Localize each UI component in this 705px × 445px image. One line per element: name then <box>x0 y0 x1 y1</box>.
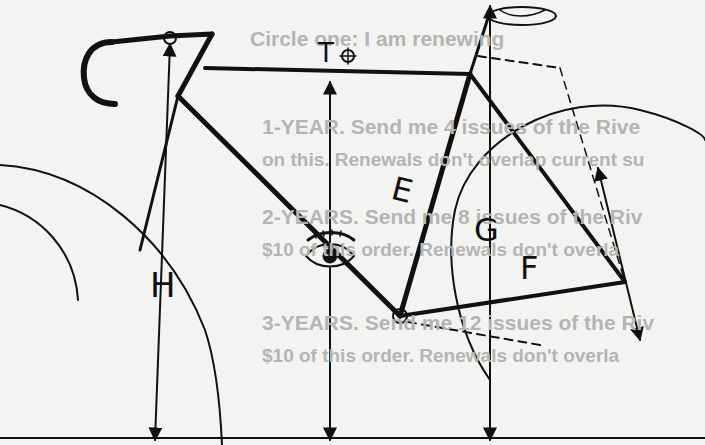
dimension-letter: T <box>318 40 334 66</box>
order-form-text: 1-YEAR. Send me 4 issues of the Rive <box>262 116 640 137</box>
dimension-letter: G <box>474 214 499 246</box>
order-form-text: 2-YEARS. Send me 8 issues of the Riv <box>262 206 642 227</box>
order-form-text: on this. Renewals don't overlap current … <box>262 150 644 169</box>
dimension-letter: H <box>150 268 176 302</box>
order-form-text: Circle one: I am renewing <box>250 28 504 49</box>
dimension-letter: E <box>388 172 415 208</box>
dimension-letter: F <box>520 252 538 284</box>
order-form-text: $10 of this order. Renewals don't overla <box>262 346 619 365</box>
order-form-text: 3-YEARS. Send me 12 issues of the Riv <box>262 312 654 333</box>
order-form-text: $10 of this order. Renewals don't overla <box>262 240 619 259</box>
